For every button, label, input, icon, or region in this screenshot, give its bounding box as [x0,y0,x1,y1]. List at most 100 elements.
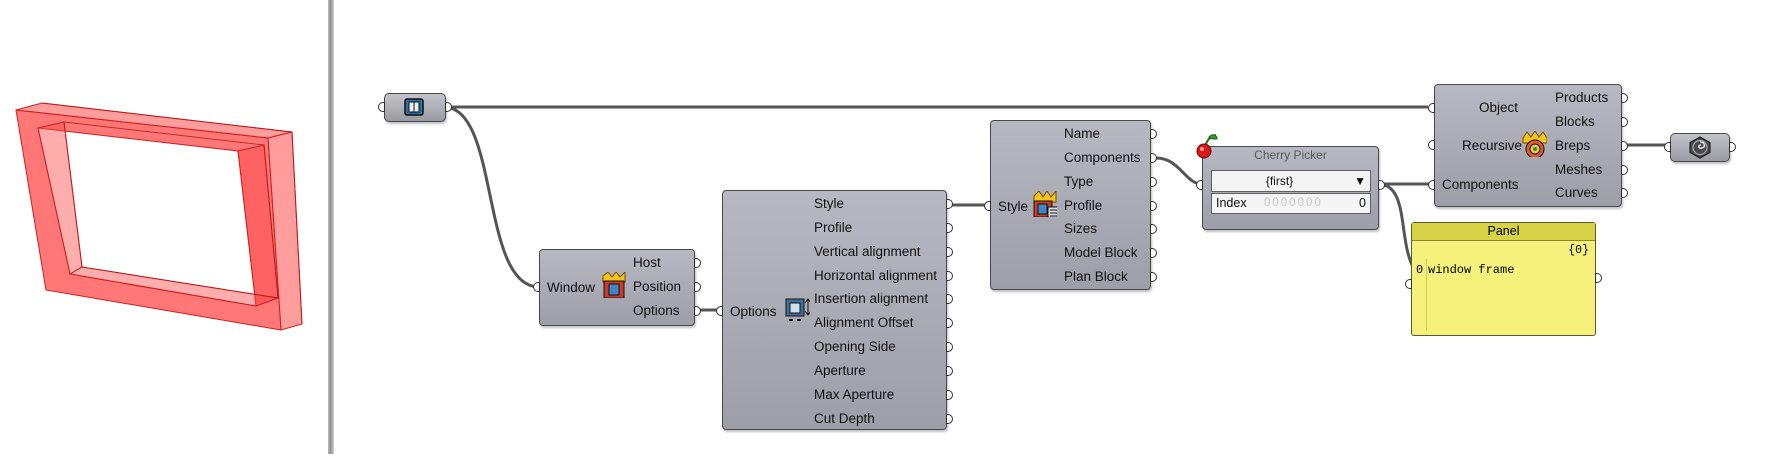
explode-output-meshes: Meshes [1555,162,1603,177]
panel-item-text: window frame [1428,263,1515,277]
window-input-label: Window [547,280,596,295]
explode-output-breps: Breps [1555,138,1591,153]
cherry-picker-dropdown-value: {first} [1265,174,1294,188]
explode-output-blocks: Blocks [1555,114,1595,129]
cherry-picker-title: Cherry Picker [1254,148,1327,162]
window-output-options: Options [633,303,680,318]
style-components-port[interactable] [1150,153,1157,163]
style-sizes-port[interactable] [1150,224,1157,234]
cherry-picker-output-port[interactable] [1378,180,1385,190]
brep-param-input-port[interactable] [1664,142,1671,152]
geometry-param-output-port[interactable] [445,102,452,112]
window-geometry-icon [404,98,424,116]
window-position-port[interactable] [694,282,701,292]
explode-input-object: Object [1479,100,1519,115]
explode-input-recursive: Recursive [1462,138,1523,153]
options-aperture-port[interactable] [946,366,953,376]
options-alignment-offset-port[interactable] [946,318,953,328]
style-output-sizes: Sizes [1064,221,1098,236]
panel-data-path: {0} [1568,244,1589,257]
options-output-style: Style [814,196,845,211]
dropdown-arrow-icon[interactable]: ▼ [1354,174,1366,188]
options-vertical-alignment-port[interactable] [946,247,953,257]
cherry-icon [1196,134,1218,159]
options-insertion-alignment-port[interactable] [946,294,953,304]
window-options-port[interactable] [694,306,701,316]
panel-component[interactable]: Panel {0} 0 window frame [1405,222,1602,336]
options-output-cut-depth: Cut Depth [814,411,875,426]
brep-param-output-port[interactable] [1729,142,1736,152]
explode-meshes-port[interactable] [1621,165,1628,175]
window-style-component[interactable]: Style Name Components Type Profile Sizes… [984,120,1157,290]
explode-input-components: Components [1442,177,1519,192]
brep-hex-icon [1689,136,1711,159]
window-options-component[interactable]: Options Style Profile Vertical alignment… [716,190,953,430]
panel-title: Panel [1412,223,1595,241]
options-horizontal-alignment-port[interactable] [946,271,953,281]
window-input-port[interactable] [533,282,540,292]
panel-input-port[interactable] [1405,279,1412,289]
options-output-profile: Profile [814,220,853,235]
cherry-picker-index-digits: 0000000 [1264,197,1323,209]
options-style-port[interactable] [946,199,953,209]
options-output-aperture: Aperture [814,363,866,378]
window-frame-preview [15,102,303,331]
panel-index-divider [1426,259,1427,331]
cherry-picker-index-label: Index [1216,196,1247,210]
window-output-host: Host [633,255,661,270]
explode-components-input-port[interactable] [1428,180,1435,190]
explode-object-icon [1522,131,1547,157]
brep-param[interactable] [1664,133,1736,162]
window-component-icon [602,272,626,298]
style-output-name: Name [1064,126,1101,141]
style-output-type: Type [1064,174,1094,189]
geometry-param-input-port[interactable] [378,102,385,112]
window-geometry-param[interactable] [378,93,452,122]
style-profile-port[interactable] [1150,201,1157,211]
explode-products-port[interactable] [1621,93,1628,103]
options-output-insertion-alignment: Insertion alignment [814,291,929,306]
explode-object-input-port[interactable] [1428,103,1435,113]
options-output-opening-side: Opening Side [814,339,896,354]
rhino-viewport[interactable] [0,0,328,454]
style-output-components: Components [1064,150,1141,165]
style-plan-block-port[interactable] [1150,272,1157,282]
style-input-port[interactable] [984,201,991,211]
style-name-port[interactable] [1150,129,1157,139]
options-max-aperture-port[interactable] [946,390,953,400]
style-output-profile: Profile [1064,198,1103,213]
window-host-port[interactable] [694,258,701,268]
options-output-vertical-alignment: Vertical alignment [814,244,921,259]
cherry-picker-index-value: 0 [1359,196,1366,210]
window-options-icon [785,298,810,321]
options-input-label: Options [730,304,777,319]
window-component[interactable]: Window Host Position Options [533,249,701,326]
cherry-picker-input-port[interactable] [1196,180,1203,190]
style-output-plan-block: Plan Block [1064,269,1128,284]
viewport-splitter[interactable] [328,0,334,454]
explode-output-products: Products [1555,90,1609,105]
options-opening-side-port[interactable] [946,342,953,352]
explode-breps-port[interactable] [1621,141,1628,151]
options-output-alignment-offset: Alignment Offset [814,315,914,330]
cherry-picker-component[interactable]: Cherry Picker {first} ▼ Index 0000000 0 [1196,134,1385,230]
cherry-picker-index-slider[interactable]: Index 0000000 0 [1211,193,1371,214]
style-type-port[interactable] [1150,177,1157,187]
options-output-horizontal-alignment: Horizontal alignment [814,268,938,283]
style-model-block-port[interactable] [1150,248,1157,258]
explode-blocks-port[interactable] [1621,117,1628,127]
panel-item-index: 0 [1416,263,1424,277]
explode-curves-port[interactable] [1621,188,1628,198]
cherry-picker-dropdown[interactable]: {first} ▼ [1211,170,1371,192]
window-style-icon [1033,191,1057,217]
panel-output-port[interactable] [1595,273,1602,283]
style-input-label: Style [998,199,1029,214]
options-input-port[interactable] [716,306,723,316]
options-profile-port[interactable] [946,223,953,233]
explode-object-component[interactable]: Object Recursive Components Products Blo… [1428,84,1628,207]
explode-output-curves: Curves [1555,185,1598,200]
explode-recursive-input-port[interactable] [1428,140,1435,150]
options-cut-depth-port[interactable] [946,414,953,424]
window-output-position: Position [633,279,682,294]
style-output-model-block: Model Block [1064,245,1138,260]
